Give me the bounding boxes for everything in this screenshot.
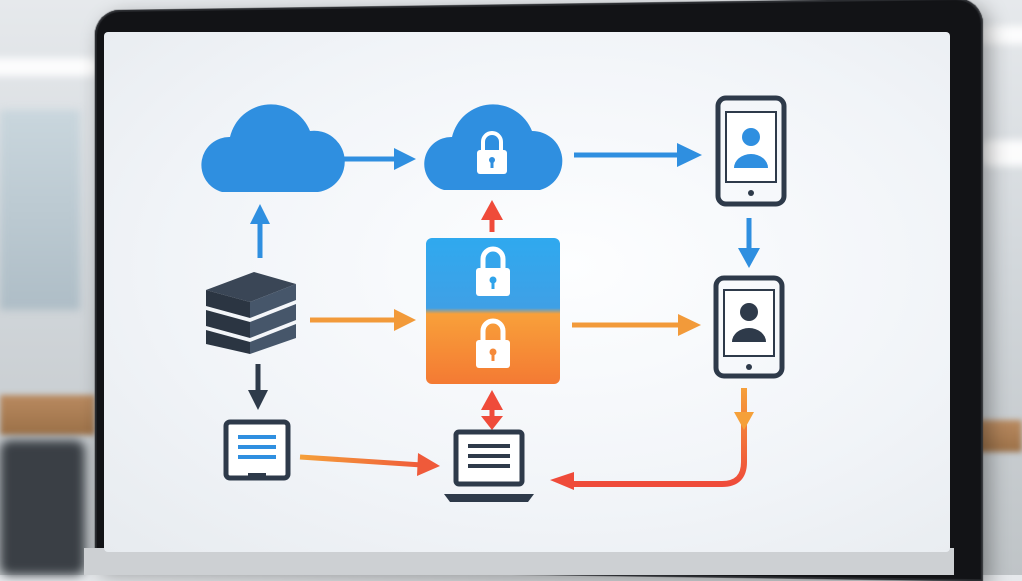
arrow-right-icon [299,453,440,476]
background-chair [0,440,85,575]
padlock-panel-icon [426,238,560,384]
arrow-curved-icon [550,388,754,490]
network-diagram [201,95,787,502]
arrow-right-icon [310,309,416,331]
ceiling-light [980,140,1022,166]
arrow-right-icon [572,314,701,336]
arrow-up-icon [481,390,503,430]
arrow-down-icon [248,364,268,410]
ceiling-light [0,58,100,76]
monitor-screen [104,32,950,552]
smartphone-user-icon [713,275,785,379]
monitor-stand-base [84,548,954,575]
background-desk [0,395,95,435]
arrow-up-icon [250,204,270,258]
cloud-icon [201,104,345,192]
arrow-right-icon [330,148,416,170]
smartphone-user-icon [715,95,787,207]
arrow-down-icon [738,218,760,268]
background-window [0,110,80,310]
cloud-lock-icon [424,104,563,190]
server-icon [206,272,296,354]
ceiling-light [975,26,1022,44]
tablet-document-icon [223,419,291,481]
arrow-right-icon [574,143,702,167]
arrow-up-icon [481,200,503,232]
laptop-icon [444,429,534,502]
